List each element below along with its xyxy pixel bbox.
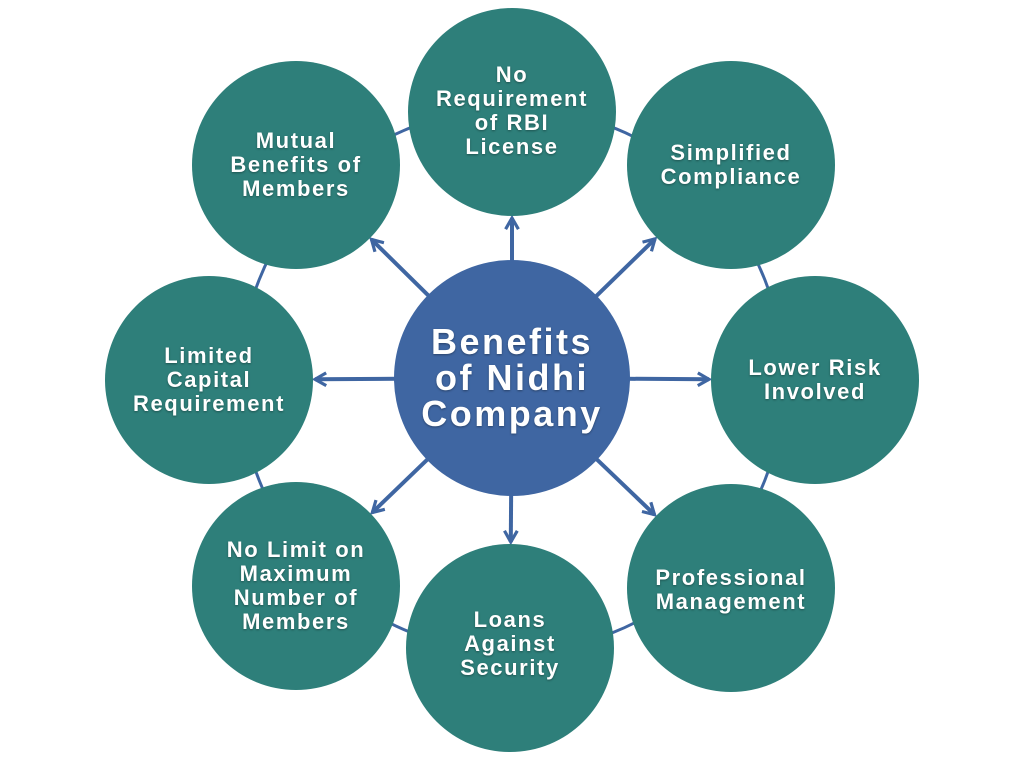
benefit-label: Loans Against Security: [460, 607, 560, 680]
benefit-node-rbi-license: No Requirement of RBI License: [408, 8, 616, 216]
benefit-node-lower-risk: Lower Risk Involved: [711, 276, 919, 484]
benefit-node-professional-management: Professional Management: [627, 484, 835, 692]
benefit-label: Limited Capital Requirement: [132, 343, 286, 416]
center-node: Benefits of Nidhi Company: [394, 260, 630, 496]
benefit-node-limited-capital: Limited Capital Requirement: [105, 276, 313, 484]
benefit-node-no-limit-members: No Limit on Maximum Number of Members: [192, 482, 400, 690]
benefit-node-loans-against-security: Loans Against Security: [406, 544, 614, 752]
arrow-connector-2: [625, 371, 713, 388]
arrow-connector-5: [370, 455, 432, 515]
benefit-label: Lower Risk Involved: [748, 355, 882, 404]
benefit-node-simplified-compliance: Simplified Compliance: [627, 61, 835, 269]
benefit-label: Professional Management: [655, 565, 807, 614]
arrow-connector-6: [311, 371, 399, 388]
benefit-label: Simplified Compliance: [660, 140, 802, 189]
arrow-connector-1: [592, 236, 658, 300]
benefit-label: No Limit on Maximum Number of Members: [226, 537, 366, 634]
arrow-connector-3: [592, 455, 657, 517]
benefit-node-mutual-benefits: Mutual Benefits of Members: [192, 61, 400, 269]
arrow-connector-7: [369, 237, 433, 300]
benefit-label: No Requirement of RBI License: [435, 62, 589, 159]
center-label: Benefits of Nidhi Company: [421, 321, 603, 434]
benefit-label: Mutual Benefits of Members: [230, 128, 362, 201]
